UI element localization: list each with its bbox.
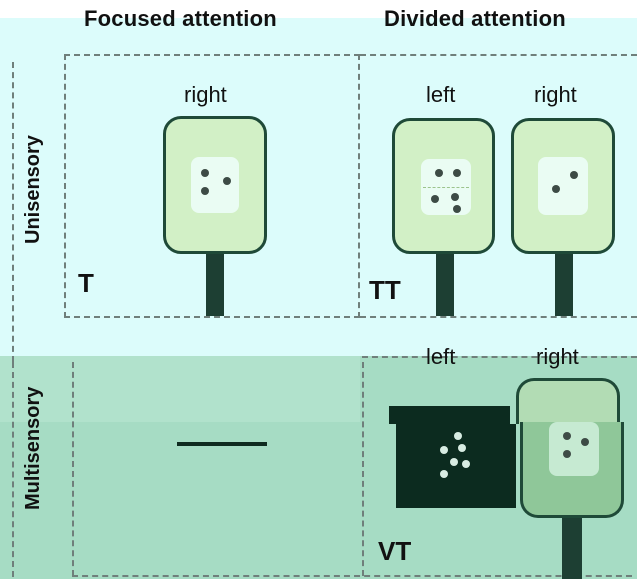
tactile-device-divided-multisensory-top	[516, 378, 620, 424]
column-header-divided-attention: Divided attention	[384, 6, 566, 31]
tactile-device-stand	[206, 254, 224, 316]
tactile-pin	[223, 177, 231, 185]
cell-focused-multisensory-left-border	[72, 362, 74, 576]
tactile-pin	[581, 438, 589, 446]
divided-multisensory-left-label: left	[426, 344, 456, 369]
cell-divided-multisensory-left-border	[362, 362, 364, 576]
visual-dot	[458, 444, 466, 452]
visual-device-top	[389, 406, 510, 424]
cell-divided-unisensory-top-border	[360, 54, 637, 56]
tactile-pin	[453, 205, 461, 213]
tactile-tile	[549, 422, 599, 476]
visual-dot	[450, 458, 458, 466]
tactile-pin	[201, 169, 209, 177]
cell-divided-unisensory-bottom-border	[360, 316, 637, 318]
tactile-tile	[538, 157, 588, 215]
divided-multisensory-right-label: right	[536, 344, 579, 369]
tactile-pin	[435, 169, 443, 177]
tactile-pin	[201, 187, 209, 195]
header-strip	[0, 0, 637, 18]
column-header-focused-attention: Focused attention	[84, 6, 277, 31]
tactile-pin	[431, 195, 439, 203]
cell-divided-multisensory-top-border	[362, 356, 637, 358]
visual-device-left	[396, 424, 516, 508]
tactile-device-focused-right	[163, 116, 267, 254]
row-separator-left-bottom	[12, 362, 14, 577]
tactile-pin	[563, 432, 571, 440]
visual-dot	[440, 470, 448, 478]
tactile-device-stand	[555, 254, 573, 316]
cell-focused-unisensory	[64, 54, 360, 318]
tactile-pin	[453, 169, 461, 177]
tactile-device-stand	[562, 518, 582, 579]
multisensory-focused-upper-band	[0, 356, 360, 422]
tactile-pin	[563, 450, 571, 458]
divided-unisensory-right-label: right	[534, 82, 577, 107]
tactile-pin	[570, 171, 578, 179]
condition-label-vt: VT	[378, 536, 412, 566]
visual-dot	[454, 432, 462, 440]
row-label-unisensory: Unisensory	[22, 135, 44, 244]
empty-condition-dash	[177, 442, 267, 446]
tactile-device-divided-left	[392, 118, 495, 254]
row-separator-left-top	[12, 62, 14, 362]
focused-unisensory-right-label: right	[184, 82, 227, 107]
row-label-multisensory: Multisensory	[22, 386, 44, 510]
tactile-device-divided-right	[511, 118, 615, 254]
condition-label-t: T	[78, 268, 94, 298]
cell-multisensory-bottom-border	[72, 575, 632, 577]
tactile-pin	[552, 185, 560, 193]
tile-divider	[423, 187, 469, 188]
tactile-device-stand	[436, 254, 454, 316]
condition-label-tt: TT	[369, 275, 401, 305]
tactile-tile	[191, 157, 239, 213]
tactile-pin	[451, 193, 459, 201]
tactile-tile	[421, 159, 471, 215]
tactile-device-divided-multisensory	[520, 422, 624, 518]
visual-dot	[440, 446, 448, 454]
divided-unisensory-left-label: left	[426, 82, 456, 107]
visual-dot	[462, 460, 470, 468]
